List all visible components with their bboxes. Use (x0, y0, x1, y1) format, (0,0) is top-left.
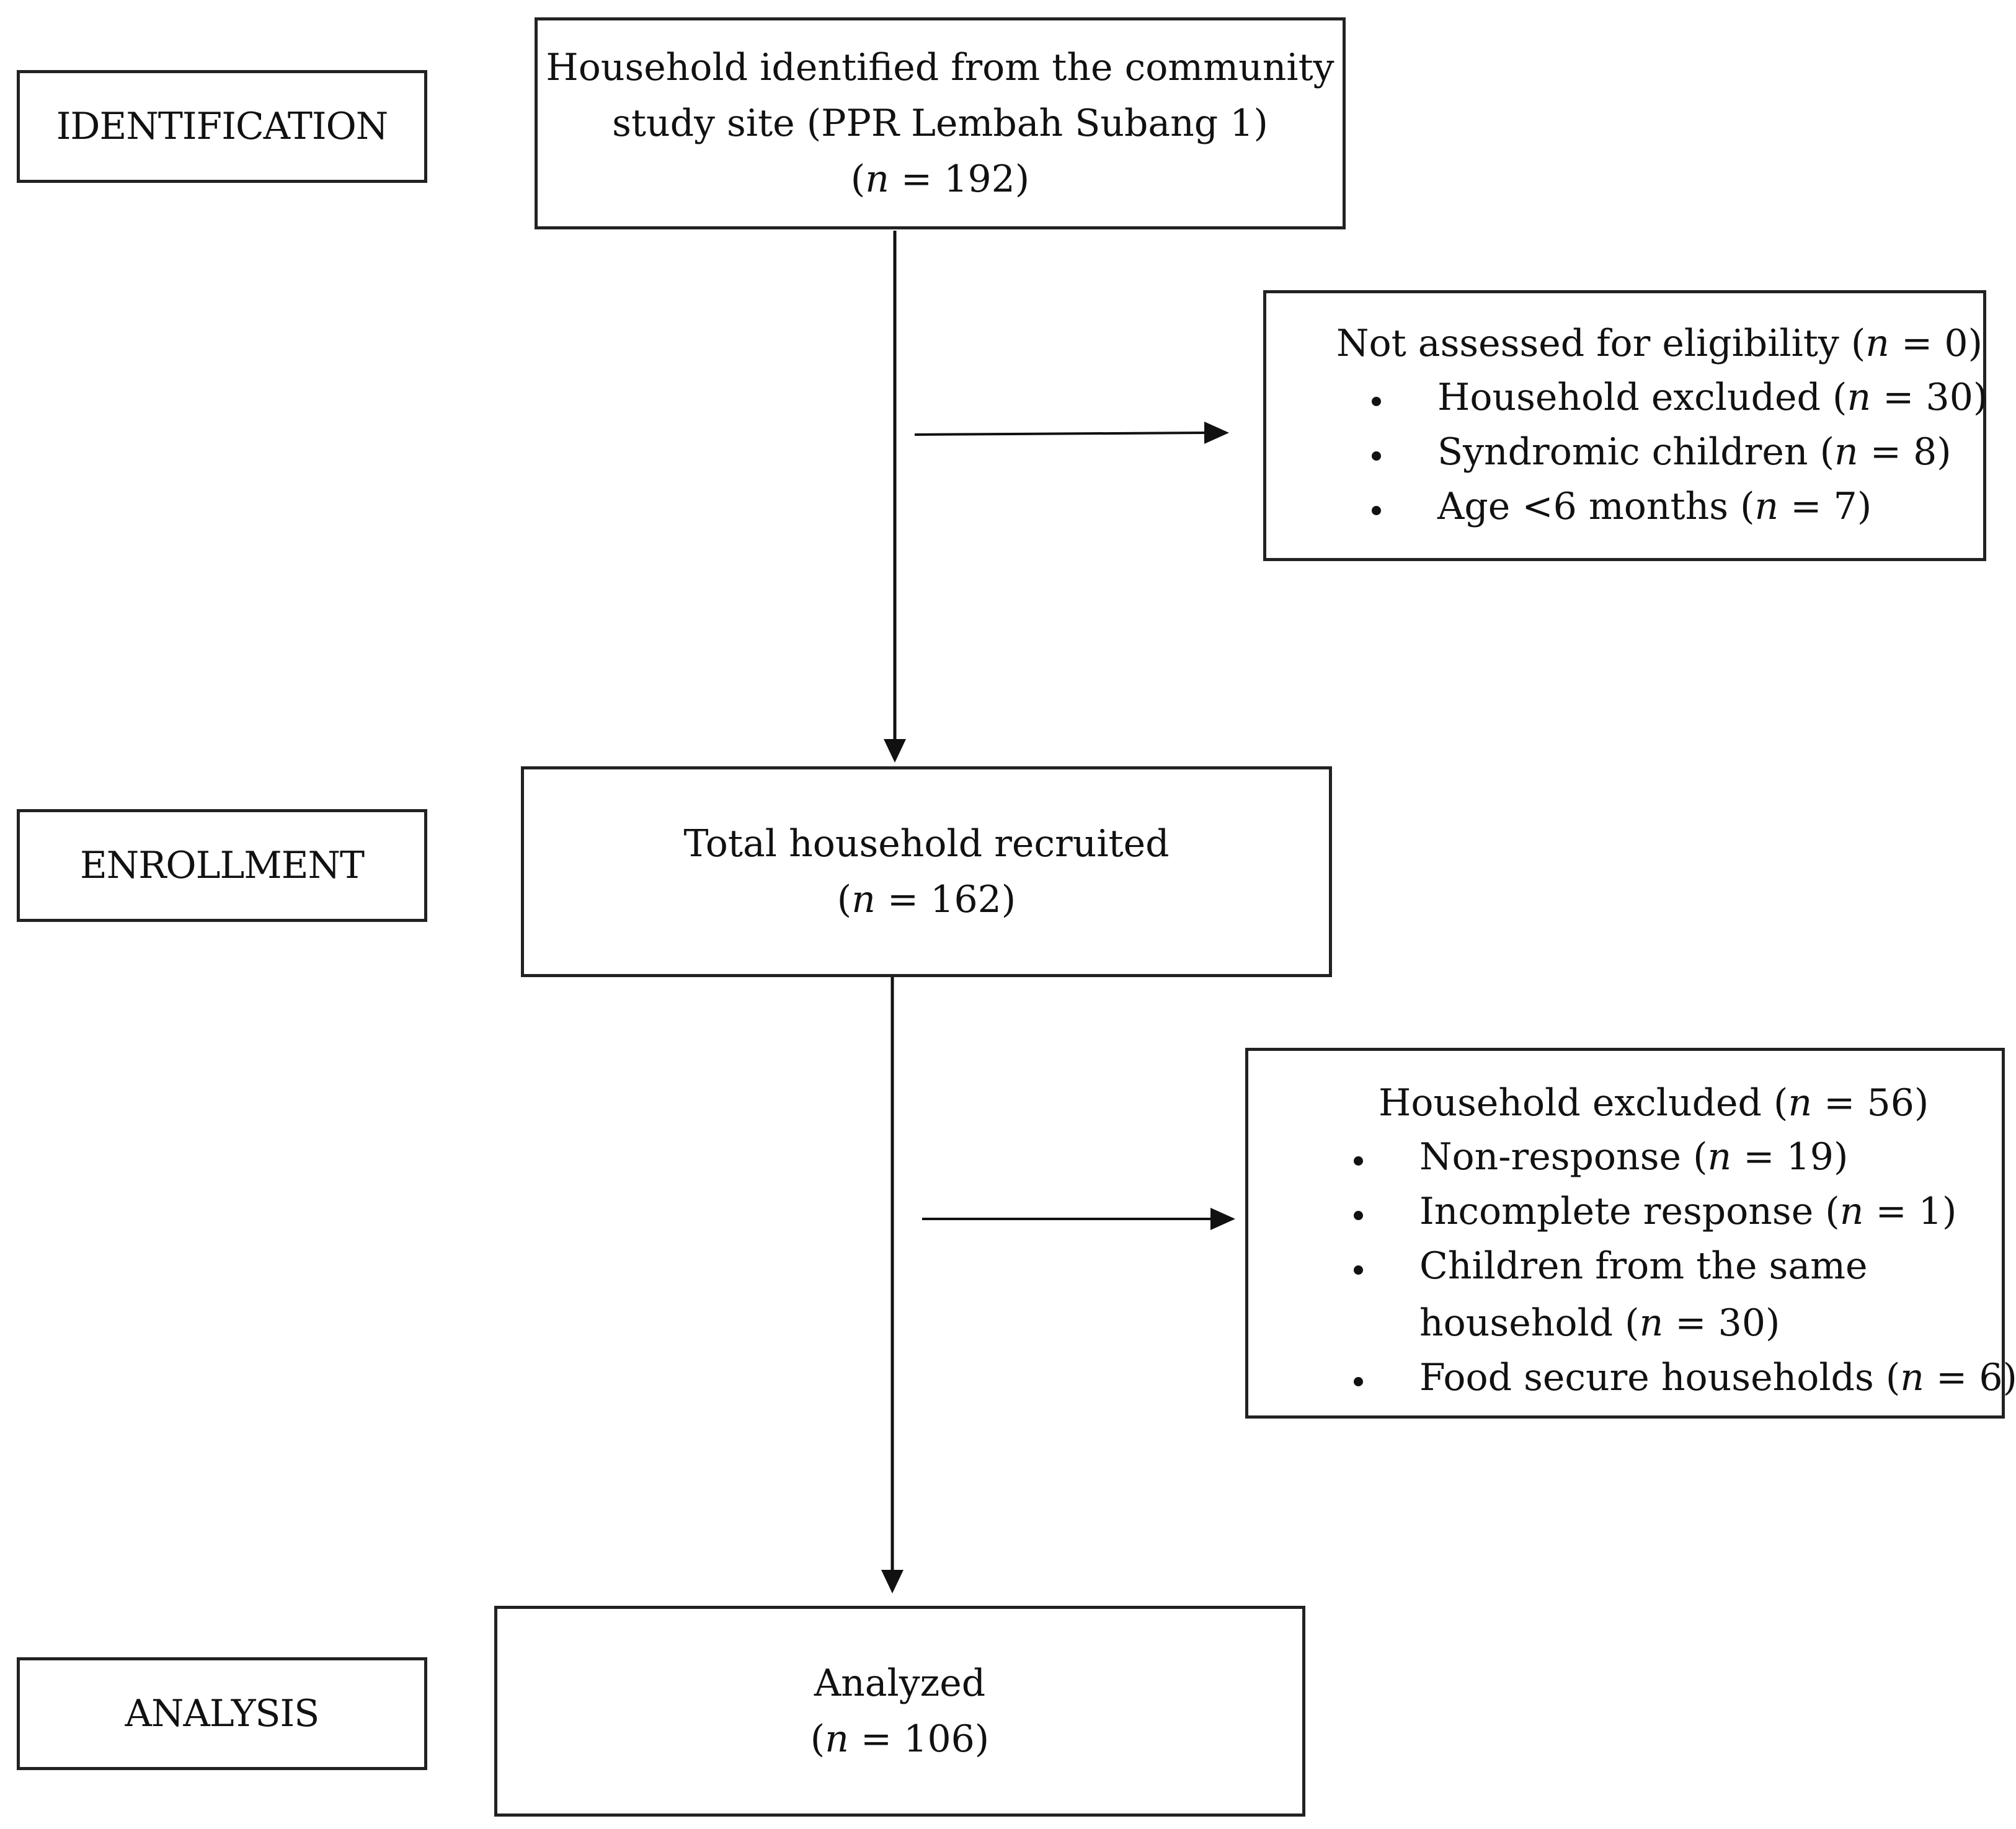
not-assessed-item-household: Household excluded (n = 30) (1437, 376, 1988, 419)
identified-line1: Household identified from the community (546, 46, 1334, 89)
arrowhead-recruited (884, 739, 906, 763)
arrowhead-not-assessed (1204, 422, 1229, 444)
not-assessed-title: Not assessed for eligibility (n = 0) (1336, 322, 1983, 365)
not-assessed-item-syndromic: Syndromic children (n = 8) (1437, 430, 1952, 474)
bullet-icon (1354, 1265, 1363, 1275)
analyzed-count: (n = 106) (810, 1717, 990, 1761)
stage-analysis: ANALYSIS (17, 1657, 427, 1770)
bullet-icon (1372, 397, 1381, 406)
bullet-icon (1354, 1377, 1363, 1386)
not-assessed-box: Not assessed for eligibility (n = 0) Hou… (1263, 290, 1988, 561)
excluded-item-same-household: Children from the same (1419, 1244, 1868, 1288)
excluded-box: Household excluded (n = 56) Non-response… (1245, 1048, 2016, 1419)
stage-identification: IDENTIFICATION (17, 70, 427, 183)
recruited-count: (n = 162) (837, 878, 1016, 921)
bullet-icon (1372, 451, 1381, 461)
identified-count: (n = 192) (850, 157, 1030, 201)
arrowhead-excluded (1210, 1208, 1235, 1230)
bullet-icon (1372, 506, 1381, 515)
excluded-item-nonresponse: Non-response (n = 19) (1419, 1135, 1849, 1179)
identified-line2: study site (PPR Lembah Subang 1) (612, 102, 1268, 145)
excluded-item-same-household-cont: household (n = 30) (1419, 1301, 1780, 1345)
stage-analysis-label: ANALYSIS (125, 1692, 320, 1735)
bullet-icon (1354, 1211, 1363, 1220)
not-assessed-item-age: Age <6 months (n = 7) (1437, 485, 1872, 528)
recruited-box: Total household recruited (n = 162) (521, 766, 1332, 977)
excluded-title: Household excluded (n = 56) (1379, 1081, 1929, 1125)
stage-identification-label: IDENTIFICATION (56, 105, 389, 148)
identified-box: Household identified from the community … (535, 17, 1346, 229)
stage-enrollment: ENROLLMENT (17, 809, 427, 922)
arrowhead-analyzed (881, 1570, 904, 1593)
recruited-line1: Total household recruited (683, 822, 1170, 866)
analyzed-line1: Analyzed (814, 1662, 986, 1705)
connector-to-not-assessed (914, 432, 1207, 436)
bullet-icon (1354, 1156, 1363, 1166)
stage-enrollment-label: ENROLLMENT (79, 844, 365, 887)
excluded-item-incomplete: Incomplete response (n = 1) (1419, 1190, 1957, 1233)
analyzed-box: Analyzed (n = 106) (494, 1606, 1305, 1817)
excluded-item-food-secure: Food secure households (n = 6) (1419, 1356, 2016, 1399)
